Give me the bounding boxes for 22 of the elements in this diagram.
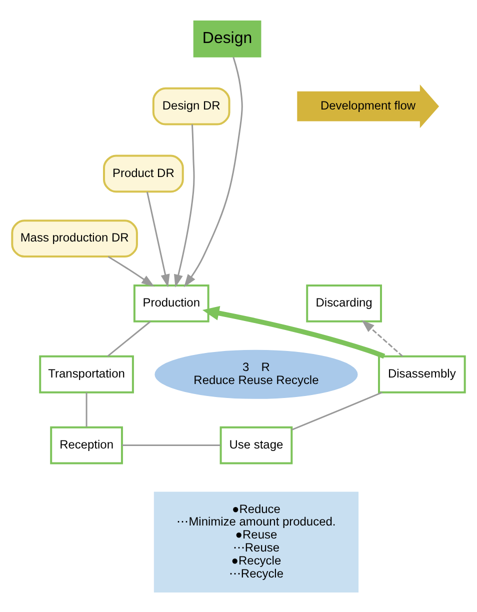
node-box: Mass production DR	[11, 219, 138, 258]
node-box: Product DR	[103, 154, 184, 192]
connector	[86, 392, 88, 426]
arrow	[202, 305, 386, 358]
arrow	[184, 56, 243, 287]
node-box: Reception	[50, 426, 123, 464]
node-box: ●Reduce ⋯Minimize amount produced. ●Reuse ⋯Reuse ●Recycle ⋯Recycle	[154, 491, 359, 592]
arrow	[146, 191, 170, 287]
node-box: Disassembly	[378, 354, 466, 393]
node-box: Production	[133, 284, 210, 322]
node-box: Discarding	[306, 284, 382, 322]
connector	[291, 391, 382, 430]
node-box: Transportation	[39, 354, 134, 393]
arrow	[108, 255, 154, 286]
arrow	[362, 319, 404, 356]
node-box: Design DR	[152, 86, 230, 125]
node-box: Design	[193, 20, 262, 57]
arrow	[174, 124, 195, 288]
connector	[107, 320, 151, 356]
node-box: Use stage	[220, 426, 293, 464]
node-ellipse: 3 R Reduce Reuse Recycle	[154, 349, 358, 398]
connector	[122, 444, 221, 446]
